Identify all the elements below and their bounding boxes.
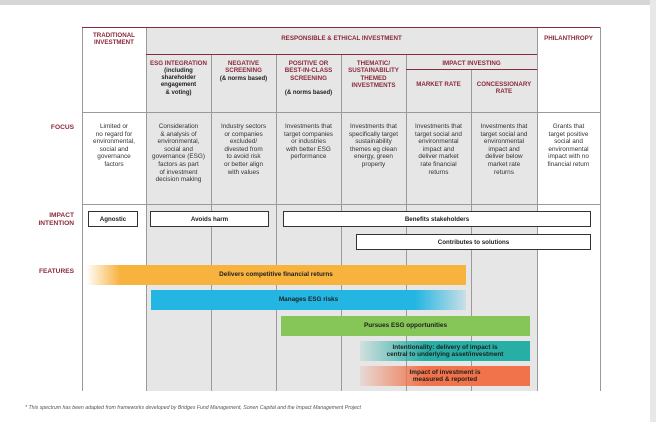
intentionality-bar: Intentionality: delivery of impact is ce…	[360, 341, 530, 361]
footnote: * This spectrum has been adapted from fr…	[25, 405, 361, 411]
agnostic-box: Agnostic	[88, 211, 138, 227]
impact-intention-label: IMPACT INTENTION	[38, 212, 74, 227]
focus-traditional: Limited or no regard for environmental, …	[93, 123, 135, 168]
competitive-returns-bar: Delivers competitive financial returns	[86, 265, 466, 285]
esg-integration-subtitle: (including shareholder engagement & voti…	[160, 68, 197, 96]
responsible-ethical-investment-header: RESPONSIBLE & ETHICAL INVESTMENT	[281, 35, 402, 42]
header-top-rule	[82, 27, 600, 28]
manages-esg-risks-bar: Manages ESG risks	[151, 290, 466, 310]
focus-negative-screening: Industry sectors or companies excluded/ …	[220, 123, 267, 176]
focus-market-rate: Investments that target social and envir…	[415, 123, 462, 176]
focus-thematic: Investments that specifically target sus…	[348, 123, 399, 168]
divider-line	[276, 55, 277, 391]
divider-line	[471, 70, 472, 391]
thematic-header: THEMATIC/ SUSTAINABILITY THEMED INVESTME…	[348, 60, 399, 90]
positive-screening-subtitle: (& norms based)	[284, 90, 333, 96]
traditional-investment-header: TRADITIONAL INVESTMENT	[93, 32, 135, 47]
benefits-stakeholders-box: Benefits stakeholders	[283, 211, 591, 227]
focus-positive-screening: Investments that target companies or ind…	[283, 123, 334, 161]
impact-investing-header: IMPACT INVESTING	[442, 60, 501, 67]
features-label: FEATURES	[38, 268, 74, 275]
avoids-harm-box: Avoids harm	[150, 211, 269, 227]
focus-philanthropy: Grants that target positive social and e…	[547, 123, 590, 168]
concessionary-rate-header: CONCESSIONARY RATE	[476, 81, 532, 96]
divider-line	[146, 27, 147, 391]
negative-screening-header: NEGATIVE SCREENING	[225, 60, 262, 75]
positive-screening-header: POSITIVE OR BEST-IN-CLASS SCREENING	[284, 60, 333, 82]
pursues-esg-opportunities-bar: Pursues ESG opportunities	[281, 316, 530, 336]
market-rate-header: MARKET RATE	[416, 81, 461, 88]
focus-concessionary-rate: Investments that target social and envir…	[480, 123, 528, 176]
focus-bottom-rule	[82, 204, 600, 205]
impact-measured-bar: Impact of investment is measured & repor…	[360, 366, 530, 386]
top-border	[0, 0, 656, 5]
negative-screening-subtitle: (& norms based)	[219, 76, 268, 82]
divider-line	[600, 27, 601, 391]
focus-esg-integration: Consideration & analysis of environmenta…	[152, 123, 205, 184]
focus-label: FOCUS	[50, 124, 74, 131]
header-rule	[146, 54, 537, 55]
header-bottom-rule	[82, 112, 600, 113]
contributes-to-solutions-box: Contributes to solutions	[356, 234, 591, 250]
header-rule	[406, 69, 537, 70]
divider-line	[537, 27, 538, 391]
divider-line	[82, 27, 83, 391]
right-border	[650, 0, 656, 422]
philanthropy-header: PHILANTHROPY	[544, 35, 593, 42]
esg-integration-header: ESG INTEGRATION	[150, 60, 207, 67]
